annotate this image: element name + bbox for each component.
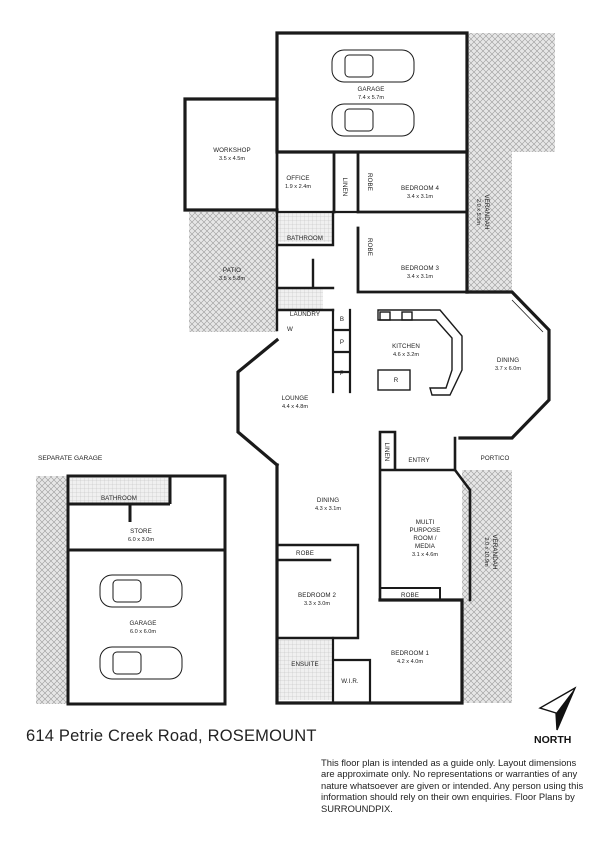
multi-label-1: MULTI (416, 519, 435, 526)
room-labels: GARAGE 7.4 x 5.7m WORKSHOP 3.5 x 4.5m OF… (101, 86, 521, 685)
sg-bathroom-label: BATHROOM (101, 495, 137, 502)
portico-label: PORTICO (481, 455, 510, 462)
north-label: NORTH (534, 734, 572, 746)
bedroom3-dims: 3.4 x 3.1m (407, 274, 433, 280)
dining1-dims: 3.7 x 6.0m (495, 366, 521, 372)
laundry-tiles (278, 288, 323, 310)
dining1-label: DINING (497, 357, 519, 364)
garage-label: GARAGE (357, 86, 384, 93)
verandah2-dims: 2.0 x 10.9m (483, 537, 489, 567)
bedroom2-dims: 3.3 x 3.0m (304, 601, 330, 607)
verandah-east-area (462, 470, 512, 703)
sg-verandah-area (36, 476, 68, 704)
multi-label-4: MEDIA (415, 543, 436, 550)
workshop-dims: 3.5 x 4.5m (219, 156, 245, 162)
patio-area (189, 212, 277, 332)
b-label: B (340, 316, 344, 323)
garage-dims: 7.4 x 5.7m (358, 95, 384, 101)
w-label: W (287, 326, 293, 333)
linen2-label: LINEN (383, 443, 390, 462)
wir-label: W.I.R. (341, 678, 359, 685)
outdoor-areas (36, 33, 555, 704)
sg-bathroom-tiles (70, 478, 170, 504)
robe4-label: ROBE (366, 173, 373, 191)
bedroom4-label: BEDROOM 4 (401, 185, 439, 192)
workshop-label: WORKSHOP (213, 147, 251, 154)
entry-label: ENTRY (408, 457, 429, 464)
verandah1-dims: 2.0 x 5.5m (475, 199, 481, 225)
bedroom1-label: BEDROOM 1 (391, 650, 429, 657)
office-label: OFFICE (286, 175, 309, 182)
p1-label: P (340, 339, 344, 346)
p2-label: P (340, 370, 344, 377)
kitchen-dims: 4.6 x 3.2m (393, 352, 419, 358)
linen1-label: LINEN (341, 178, 348, 197)
kitchen-label: KITCHEN (392, 343, 420, 350)
bedroom4-dims: 3.4 x 3.1m (407, 194, 433, 200)
bedroom3-label: BEDROOM 3 (401, 265, 439, 272)
windows (184, 32, 550, 704)
disclaimer-text: This floor plan is intended as a guide o… (321, 757, 584, 814)
robe1-label: ROBE (401, 592, 419, 599)
r-label: R (394, 377, 399, 384)
robe2-label: ROBE (296, 550, 314, 557)
dining2-dims: 4.3 x 3.1m (315, 506, 341, 512)
office-dims: 1.9 x 2.4m (285, 184, 311, 190)
sg-garage-label: GARAGE (129, 620, 156, 627)
separate-garage-walls (66, 474, 227, 706)
sg-store-label: STORE (130, 528, 152, 535)
main-house-walls (183, 31, 551, 705)
multi-label-3: ROOM / (413, 535, 436, 542)
multi-dims: 3.1 x 4.6m (412, 552, 438, 558)
separate-garage-heading: SEPARATE GARAGE (38, 455, 103, 462)
car-icons-separate (99, 574, 183, 680)
car-icons-main (331, 49, 415, 137)
verandah1-label: VERANDAH (483, 194, 490, 229)
robe3-label: ROBE (366, 238, 373, 256)
verandah-north-area (467, 33, 555, 292)
lounge-dims: 4.4 x 4.8m (282, 404, 308, 410)
multi-label-2: PURPOSE (410, 527, 441, 534)
bathroom-tiles (278, 212, 333, 242)
verandah2-label: VERANDAH (491, 534, 498, 569)
dining2-label: DINING (317, 497, 339, 504)
north-arrow-icon (538, 686, 577, 731)
kitchen-bench (377, 309, 463, 396)
sg-store-dims: 6.0 x 3.0m (128, 537, 154, 543)
property-address: 614 Petrie Creek Road, ROSEMOUNT (26, 727, 317, 745)
laundry-label: LAUNDRY (290, 311, 320, 318)
lounge-label: LOUNGE (282, 395, 309, 402)
ensuite-tiles (278, 640, 333, 700)
bedroom1-dims: 4.2 x 4.0m (397, 659, 423, 665)
bedroom2-label: BEDROOM 2 (298, 592, 336, 599)
patio-dims: 3.5 x 5.8m (219, 276, 245, 282)
patio-label: PATIO (223, 267, 241, 274)
sg-garage-dims: 6.0 x 6.0m (130, 629, 156, 635)
bathroom-label: BATHROOM (287, 235, 323, 242)
ensuite-label: ENSUITE (291, 661, 319, 668)
